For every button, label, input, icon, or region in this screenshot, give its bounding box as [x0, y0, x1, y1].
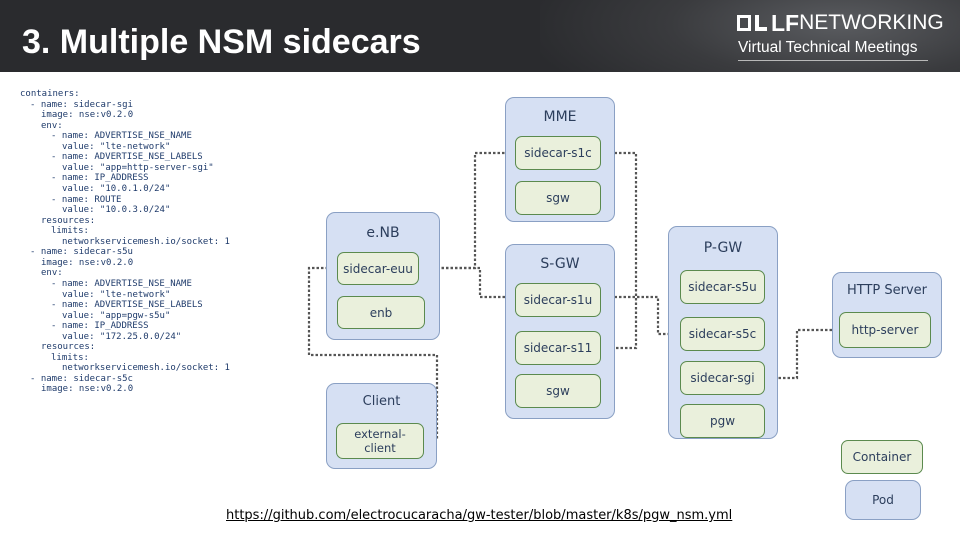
pod-enb-label: e.NB: [366, 225, 400, 241]
yaml-line: limits:: [51, 226, 89, 237]
subtitle-divider: [738, 60, 928, 61]
yaml-line: - name: IP_ADDRESS: [51, 321, 149, 332]
container-enb-sidecar-euu: sidecar-euu: [337, 252, 419, 285]
container-mme-sgw: sgw: [515, 181, 601, 215]
yaml-line: image: nse:v0.2.0: [41, 110, 134, 121]
container-enb-enb: enb: [337, 296, 425, 329]
yaml-line: value: "app=pgw-s5u": [62, 310, 171, 321]
yaml-line: image: nse:v0.2.0: [41, 384, 134, 395]
container-sgw-sidecar-s1u: sidecar-s1u: [515, 283, 601, 317]
pod-client-label: Client: [362, 394, 401, 409]
yaml-line: value: "10.0.1.0/24": [62, 184, 171, 194]
container-pgw-pgw: pgw: [680, 404, 765, 438]
pod-sgw-label: S-GW: [540, 256, 580, 272]
container-sgw-sgw: sgw: [515, 374, 601, 408]
logo-lf-text: LF: [771, 9, 800, 36]
yaml-line: - name: ADVERTISE_NSE_LABELS: [51, 152, 203, 163]
legend-pod-label: Pod: [872, 493, 894, 507]
yaml-line: networkservicemesh.io/socket: 1: [62, 236, 230, 247]
yaml-line: resources:: [41, 342, 96, 353]
yaml-line: - name: sidecar-s5c: [30, 373, 133, 384]
container-external-client: external-client: [336, 423, 424, 459]
legend-pod: Pod: [845, 480, 921, 520]
yaml-line: value: "10.0.3.0/24": [62, 205, 171, 216]
container-pgw-sidecar-s5u: sidecar-s5u: [680, 270, 765, 304]
yaml-line: image: nse:v0.2.0: [41, 257, 134, 268]
yaml-line: env:: [41, 268, 63, 279]
container-pgw-sidecar-s5c: sidecar-s5c: [680, 317, 765, 351]
yaml-line: value: "app=http-server-sgi": [62, 162, 214, 173]
yaml-line: - name: ADVERTISE_NSE_NAME: [51, 278, 192, 289]
legend-container: Container: [841, 440, 923, 474]
slide-header: 3. Multiple NSM sidecars LF NETWORKING V…: [0, 0, 960, 72]
container-pgw-sidecar-sgi: sidecar-sgi: [680, 361, 765, 395]
yaml-line: - name: ROUTE: [51, 194, 122, 205]
header-subtitle: Virtual Technical Meetings: [738, 39, 918, 56]
yaml-line: resources:: [41, 215, 96, 226]
yaml-line: networkservicemesh.io/socket: 1: [62, 363, 230, 374]
yaml-line: limits:: [51, 352, 89, 363]
pod-http-server-label: HTTP Server: [846, 283, 928, 298]
yaml-line: value: "172.25.0.0/24": [62, 331, 182, 342]
yaml-line: - name: sidecar-s5u: [30, 247, 133, 258]
container-http-server: http-server: [839, 312, 931, 348]
yaml-line: containers:: [20, 89, 80, 99]
container-mme-sidecar-s1c: sidecar-s1c: [515, 136, 601, 170]
logo-networking-text: NETWORKING: [799, 11, 944, 34]
lf-networking-logo: LF NETWORKING: [737, 10, 944, 36]
yaml-line: - name: sidecar-sgi: [30, 99, 133, 110]
container-sgw-sidecar-s11: sidecar-s11: [515, 331, 601, 365]
pod-mme-label: MME: [543, 109, 577, 125]
source-link[interactable]: https://github.com/electrocucaracha/gw-t…: [226, 508, 733, 523]
yaml-line: env:: [41, 120, 63, 131]
yaml-line: - name: ADVERTISE_NSE_LABELS: [51, 300, 203, 310]
yaml-line: - name: IP_ADDRESS: [51, 173, 149, 184]
yaml-line: value: "lte-network": [62, 289, 171, 300]
wire-s1u-s5u: [601, 151, 638, 350]
pod-pgw-label: P-GW: [703, 240, 743, 256]
yaml-line: - name: ADVERTISE_NSE_NAME: [51, 131, 192, 142]
yaml-line: value: "lte-network": [62, 141, 171, 152]
wire-sgi-http: [765, 328, 832, 380]
slide-title: 3. Multiple NSM sidecars: [22, 23, 421, 61]
lf-logo-mark-icon: [737, 12, 771, 34]
